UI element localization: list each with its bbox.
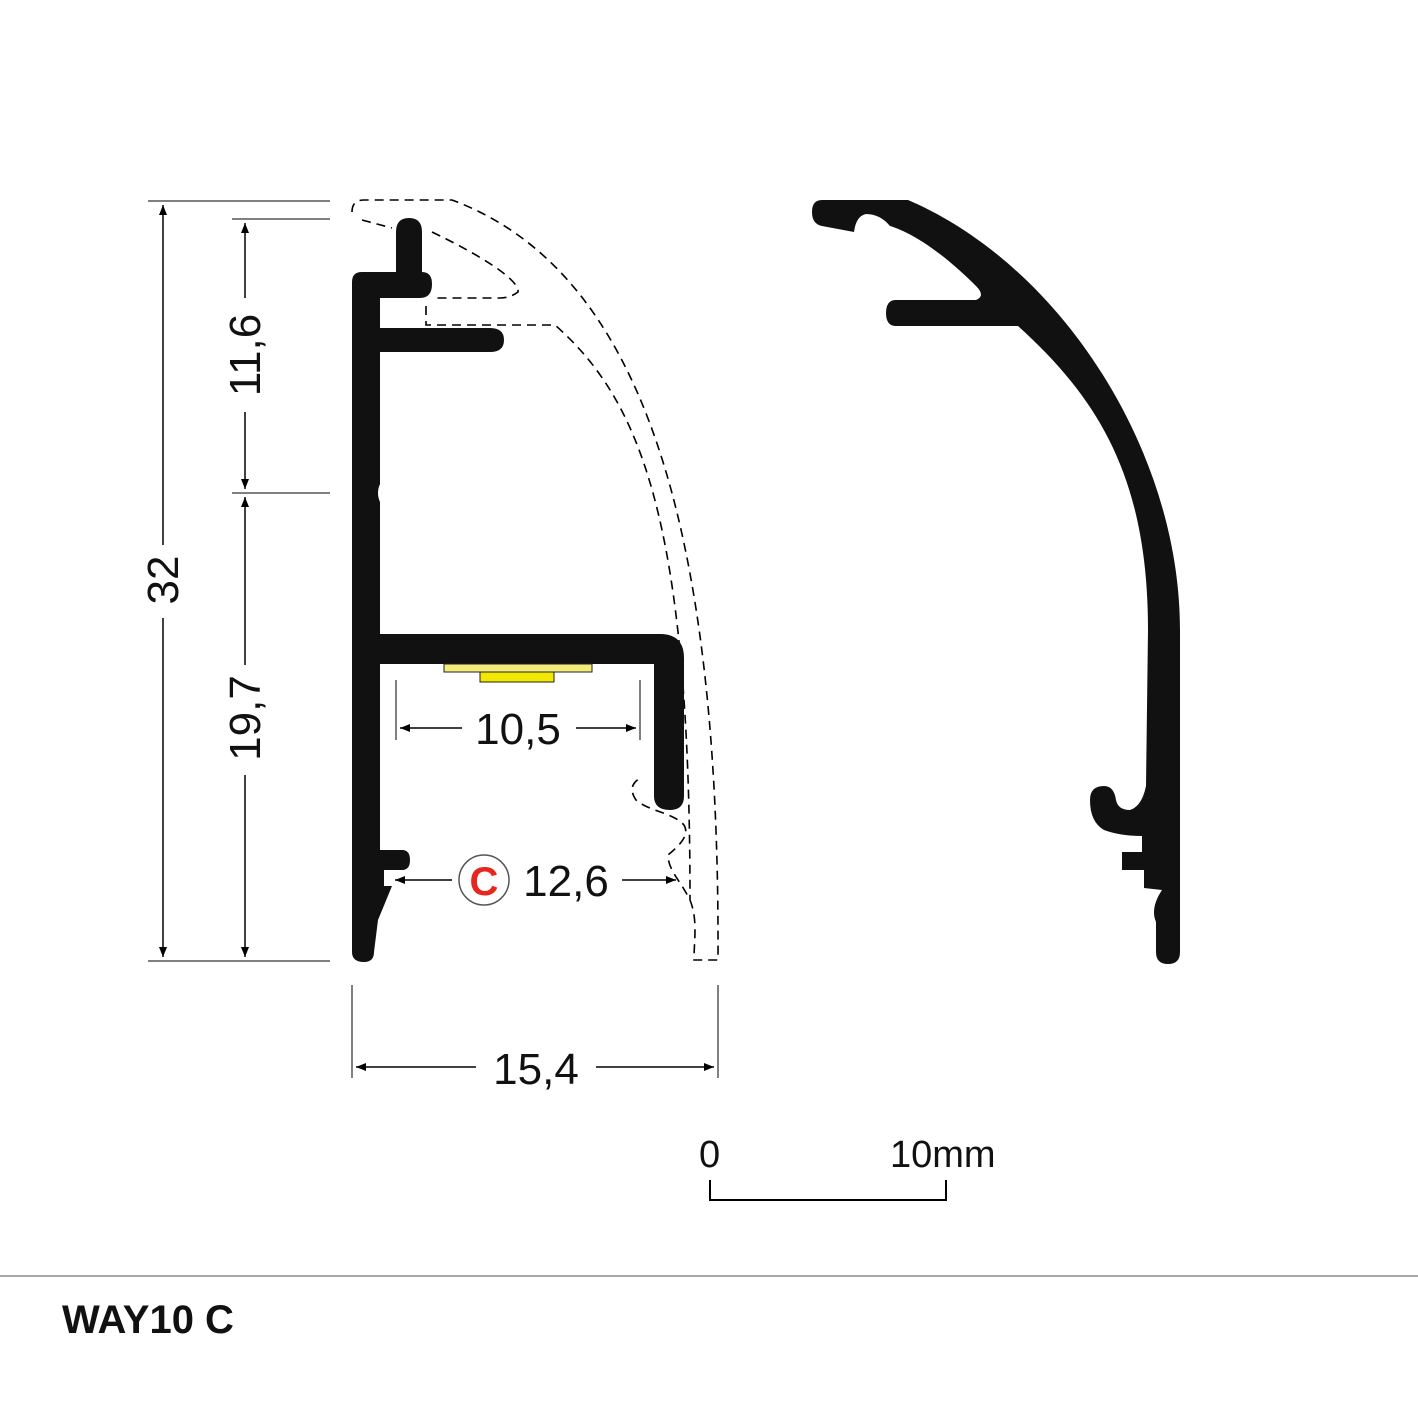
scale-bar (709, 1180, 947, 1201)
dimension-lower-height: 19,7 (221, 497, 270, 957)
cover-marker-circle (458, 854, 510, 906)
dim-label-10-5: 10,5 (475, 705, 561, 754)
dim-label-15-4: 15,4 (493, 1045, 579, 1094)
dimension-total-width: 15,4 (356, 1045, 714, 1094)
dimension-upper-height: 11,6 (221, 223, 270, 489)
main-profile (352, 218, 684, 962)
product-title: WAY10 C (62, 1298, 234, 1342)
dimension-cover-width: C 12,6 (395, 854, 676, 906)
led-chip (479, 671, 555, 683)
extension-lines (148, 200, 719, 1078)
dim-label-19-7: 19,7 (221, 675, 270, 761)
cover-profile (812, 200, 1180, 964)
cover-marker-letter: C (470, 860, 499, 904)
dim-label-11-6: 11,6 (221, 314, 270, 396)
scale-end-label: 10mm (890, 1134, 996, 1176)
dim-label-12-6: 12,6 (523, 857, 609, 906)
cover-outline-dashed (351, 199, 719, 961)
scale-start-label: 0 (699, 1134, 721, 1176)
dimension-total-height: 32 (139, 205, 188, 957)
led-strip (443, 663, 593, 673)
dimension-inner-width: 10,5 (400, 705, 636, 754)
dim-label-32: 32 (139, 556, 188, 605)
